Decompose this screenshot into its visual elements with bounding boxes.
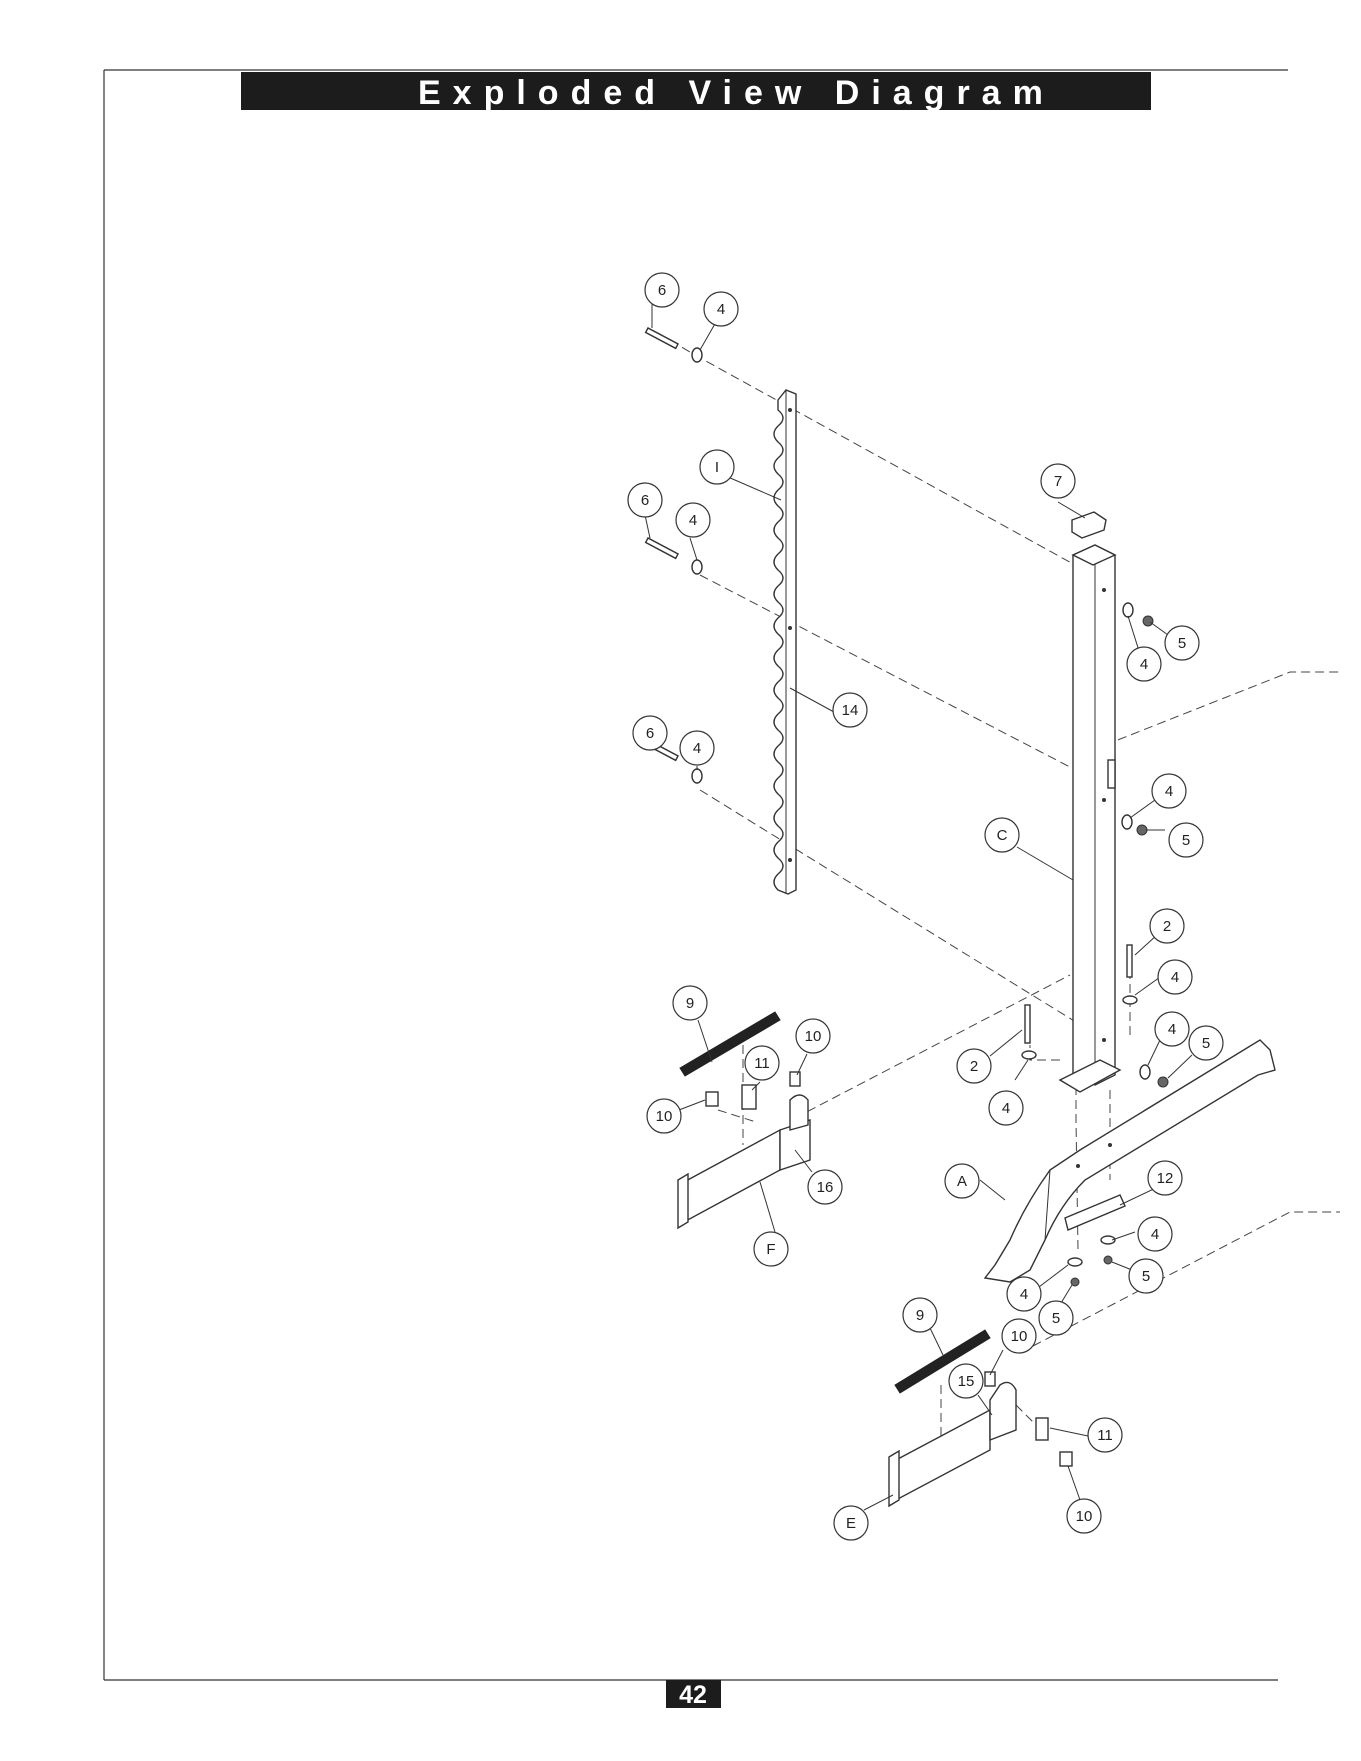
callout-9-lower: 9 <box>903 1298 937 1332</box>
bolt-washer-group-mid <box>646 538 702 574</box>
callout-16-text: 16 <box>817 1179 834 1196</box>
callout-i-text: I <box>715 459 719 476</box>
callout-5-lower-right-text: 5 <box>1142 1268 1150 1285</box>
callout-e: E <box>834 1506 868 1540</box>
lower-arm-part <box>889 1382 1016 1506</box>
upright-post-part <box>1060 545 1120 1092</box>
callout-i: I <box>700 450 734 484</box>
callout-2-left-text: 2 <box>970 1058 978 1075</box>
callout-f-text: F <box>766 1241 775 1258</box>
callout-6-mid-text: 6 <box>641 492 649 509</box>
callout-2-right: 2 <box>1150 909 1184 943</box>
title-bar: Exploded View Diagram <box>241 72 1151 112</box>
washer-nut-group-upper <box>1123 603 1153 626</box>
callout-6-top-text: 6 <box>658 282 666 299</box>
callout-10-upper-right: 10 <box>796 1019 830 1053</box>
callout-5-right-upper-text: 5 <box>1178 635 1186 652</box>
callout-10-upper-left: 10 <box>647 1099 681 1133</box>
callout-a: A <box>945 1164 979 1198</box>
callout-4-left-base: 4 <box>989 1091 1023 1125</box>
callout-4-lower-left: 4 <box>1007 1277 1041 1311</box>
callout-4-lower-right: 4 <box>1138 1217 1172 1251</box>
hook-plate-part <box>774 390 796 894</box>
callout-2-left: 2 <box>957 1049 991 1083</box>
callout-4-right-base: 4 <box>1155 1012 1189 1046</box>
page-number-box: 42 <box>666 1680 721 1709</box>
end-cap-part <box>1072 512 1106 538</box>
callout-5-right-middle: 5 <box>1169 823 1203 857</box>
page-title: Exploded View Diagram <box>418 74 1055 112</box>
callout-4-right-low-text: 4 <box>1171 969 1179 986</box>
callout-11-lower-text: 11 <box>1097 1427 1113 1444</box>
callout-7-text: 7 <box>1054 473 1062 490</box>
callout-5-right-base-text: 5 <box>1202 1035 1210 1052</box>
callout-2-right-text: 2 <box>1163 918 1171 935</box>
callout-6-low: 6 <box>633 716 667 750</box>
callout-12: 12 <box>1148 1161 1182 1195</box>
callout-9-lower-text: 9 <box>916 1307 924 1324</box>
callout-4-top: 4 <box>704 292 738 326</box>
left-arm-part <box>678 1095 810 1228</box>
callout-4-low-text: 4 <box>693 740 701 757</box>
callout-11-upper-text: 11 <box>754 1055 770 1072</box>
callout-15: 15 <box>949 1364 983 1398</box>
callout-c-text: C <box>997 827 1008 844</box>
callout-9-upper: 9 <box>673 986 707 1020</box>
callout-4-lower-right-text: 4 <box>1151 1226 1159 1243</box>
callout-4-top-text: 4 <box>717 301 725 318</box>
callout-6-low-text: 6 <box>646 725 654 742</box>
callout-11-lower: 11 <box>1088 1418 1122 1452</box>
page-number: 42 <box>679 1681 707 1709</box>
callout-4-right-upper: 4 <box>1127 647 1161 681</box>
callout-11-upper: 11 <box>745 1046 779 1080</box>
callout-6-mid: 6 <box>628 483 662 517</box>
callout-6-top: 6 <box>645 273 679 307</box>
callout-5-right-middle-text: 5 <box>1182 832 1190 849</box>
callout-5-lower-left: 5 <box>1039 1301 1073 1335</box>
callout-4-right-low: 4 <box>1158 960 1192 994</box>
bottom-plate-part <box>1065 1195 1125 1230</box>
bolt-washer-group-top <box>646 328 702 362</box>
washer-nut-group-middle <box>1122 815 1147 835</box>
bolt-washer-group-left <box>1022 1005 1036 1059</box>
callout-5-right-base: 5 <box>1189 1026 1223 1060</box>
callout-e-text: E <box>846 1515 856 1532</box>
callout-4-mid-text: 4 <box>689 512 697 529</box>
callout-5-lower-right: 5 <box>1129 1259 1163 1293</box>
callout-10-lower-bottom: 10 <box>1067 1499 1101 1533</box>
callout-5-right-upper: 5 <box>1165 626 1199 660</box>
callout-10-lower-top: 10 <box>1002 1319 1036 1353</box>
callout-a-text: A <box>957 1173 967 1190</box>
callout-4-right-middle: 4 <box>1152 774 1186 808</box>
callout-4-mid: 4 <box>676 503 710 537</box>
callout-10-lower-bottom-text: 10 <box>1076 1508 1093 1525</box>
callout-4-right-middle-text: 4 <box>1165 783 1173 800</box>
callout-10-lower-top-text: 10 <box>1011 1328 1028 1345</box>
callout-15-text: 15 <box>958 1373 975 1390</box>
callout-14-text: 14 <box>842 702 859 719</box>
callout-4-left-base-text: 4 <box>1002 1100 1010 1117</box>
callout-5-lower-left-text: 5 <box>1052 1310 1060 1327</box>
callout-14: 14 <box>833 693 867 727</box>
callout-9-upper-text: 9 <box>686 995 694 1012</box>
callout-4-right-upper-text: 4 <box>1140 656 1148 673</box>
base-leg-part <box>985 1040 1275 1282</box>
callout-c: C <box>985 818 1019 852</box>
callout-4-right-base-text: 4 <box>1168 1021 1176 1038</box>
callout-16: 16 <box>808 1170 842 1204</box>
callout-7: 7 <box>1041 464 1075 498</box>
callout-10-upper-right-text: 10 <box>805 1028 822 1045</box>
callout-4-low: 4 <box>680 731 714 765</box>
callout-12-text: 12 <box>1157 1170 1174 1187</box>
callout-10-upper-left-text: 10 <box>656 1108 673 1125</box>
washer-nut-group-lower <box>1068 1236 1115 1286</box>
callout-4-lower-left-text: 4 <box>1020 1286 1028 1303</box>
callout-f: F <box>754 1232 788 1266</box>
